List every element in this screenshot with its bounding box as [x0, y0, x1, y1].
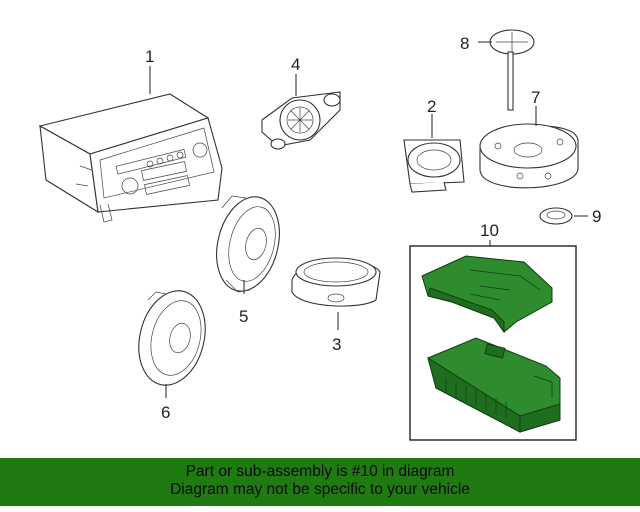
part-speaker-small[interactable] — [403, 139, 465, 193]
callout-7: 7 — [531, 88, 540, 107]
callout-2: 2 — [427, 97, 436, 116]
info-banner: Part or sub-assembly is #10 in diagram D… — [0, 458, 640, 506]
parts-diagram: 1 4 8 2 7 9 — [38, 29, 601, 441]
callout-5: 5 — [239, 307, 248, 326]
part-amplifier-bracket[interactable] — [421, 255, 553, 334]
callout-1: 1 — [145, 47, 154, 66]
banner-line-2: Diagram may not be specific to your vehi… — [170, 481, 470, 498]
part-oval-speaker[interactable] — [291, 257, 381, 307]
part-subwoofer[interactable] — [479, 123, 579, 189]
part-radio-head-unit[interactable] — [38, 93, 223, 223]
part-amplifier-module[interactable] — [427, 337, 561, 433]
part-10-highlight-box — [409, 245, 577, 441]
callout-9: 9 — [592, 207, 601, 226]
part-door-speaker-rear[interactable] — [129, 284, 214, 393]
callout-3: 3 — [332, 335, 341, 354]
part-gasket-ring[interactable] — [539, 207, 573, 225]
part-door-speaker-front[interactable] — [207, 190, 288, 298]
callout-4: 4 — [291, 55, 300, 74]
part-tweeter[interactable] — [261, 91, 341, 150]
banner-line-1: Part or sub-assembly is #10 in diagram — [185, 463, 455, 480]
callout-8: 8 — [460, 34, 469, 53]
part-bracket-rod[interactable] — [489, 29, 535, 111]
callout-6: 6 — [161, 403, 170, 422]
callout-10: 10 — [480, 221, 499, 240]
